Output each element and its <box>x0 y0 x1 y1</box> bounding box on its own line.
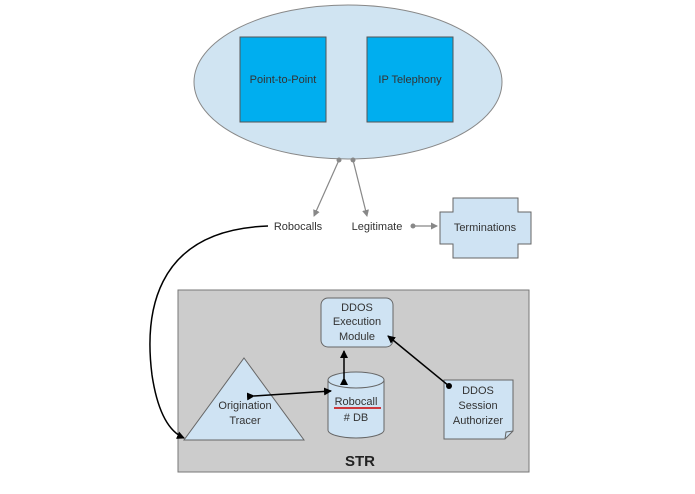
connector-robocalls-dot <box>336 157 342 163</box>
ddos-exec-line1: DDOS <box>341 302 373 314</box>
ddos-session-line2: Session <box>458 400 497 412</box>
robocall-db-body <box>327 380 385 439</box>
point-to-point-label: Point-to-Point <box>250 74 317 86</box>
ddos-execution-module <box>320 297 394 348</box>
point-to-point-box <box>239 36 327 123</box>
robocalls-to-tracer-arrow <box>149 225 269 439</box>
robocall-db: Robocall # DB <box>327 371 385 439</box>
connector-legitimate-dot <box>350 157 356 163</box>
connector-legitimate <box>352 159 369 217</box>
str-label: STR <box>345 453 375 470</box>
robocall-db-line2: # DB <box>344 412 368 424</box>
tracer-db-arrow <box>246 387 332 401</box>
connector-terminations-dot <box>410 223 416 229</box>
ip-telephony-label: IP Telephony <box>378 74 442 86</box>
network-ellipse-group: Point-to-Point IP Telephony <box>193 4 503 160</box>
terminations-label: Terminations <box>454 222 517 234</box>
terminations-shape <box>439 197 532 259</box>
legitimate-label: Legitimate <box>352 221 403 233</box>
ddos-session-line1: DDOS <box>462 385 494 397</box>
ddos-session-authorizer-fold <box>504 430 514 440</box>
robocalls-label: Robocalls <box>274 221 323 233</box>
ddos-session-line3: Authorizer <box>453 415 503 427</box>
origination-tracer-line1: Origination <box>218 400 271 412</box>
robocall-db-line1: Robocall <box>335 396 378 408</box>
ddos-exec-line2: Execution <box>333 316 381 328</box>
ddos-exec-line3: Module <box>339 331 375 343</box>
ip-telephony-box <box>366 36 454 123</box>
authorizer-exec-arrow <box>387 335 450 387</box>
robocall-db-top <box>327 371 385 389</box>
authorizer-exec-dot <box>446 383 452 389</box>
origination-tracer-line2: Tracer <box>229 415 261 427</box>
connector-robocalls <box>313 159 340 217</box>
ddos-session-authorizer-shape <box>443 379 514 440</box>
